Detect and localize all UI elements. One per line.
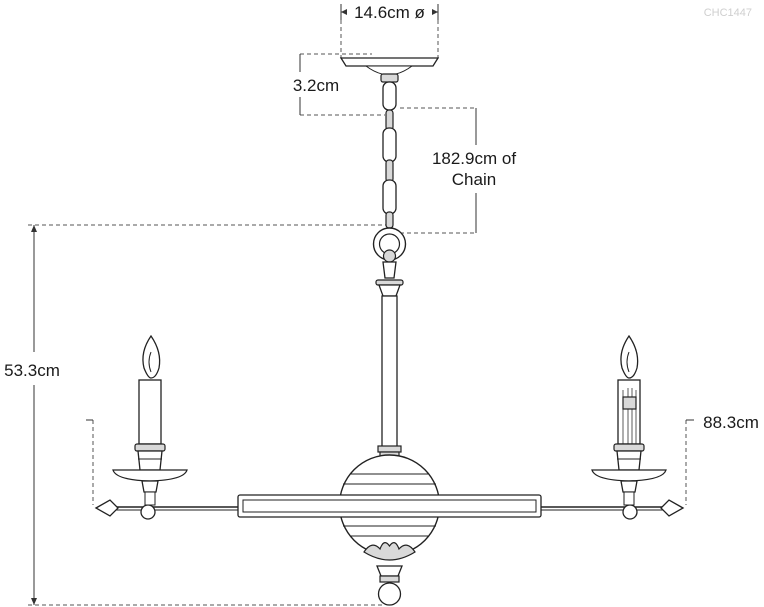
fixture-width-label: 88.3cm <box>703 413 759 432</box>
center-stem <box>377 295 402 458</box>
hanging-loop <box>372 227 407 297</box>
canopy-diameter-label: 14.6cm ø <box>354 3 425 22</box>
canopy <box>339 57 440 83</box>
bottom-finial <box>363 542 416 606</box>
right-candle-arm <box>591 334 667 506</box>
arm-crossbar <box>94 494 685 520</box>
model-code: CHC1447 <box>704 7 752 19</box>
chain <box>382 81 397 229</box>
fixture-height-label: 53.3cm <box>4 361 60 380</box>
chain-length-label-line2: Chain <box>452 170 496 189</box>
fixture-height-dimension: 53.3cm <box>4 224 390 606</box>
fixture-width-dimension: 88.3cm <box>86 413 759 505</box>
chain-length-dimension: 182.9cm of Chain <box>400 107 516 234</box>
canopy-height-label: 3.2cm <box>293 76 339 95</box>
canopy-diameter-dimension: 14.6cm ø <box>340 3 439 60</box>
chain-length-label-line1: 182.9cm of <box>432 149 516 168</box>
left-candle-arm <box>112 334 188 506</box>
canopy-height-dimension: 3.2cm <box>293 53 385 116</box>
